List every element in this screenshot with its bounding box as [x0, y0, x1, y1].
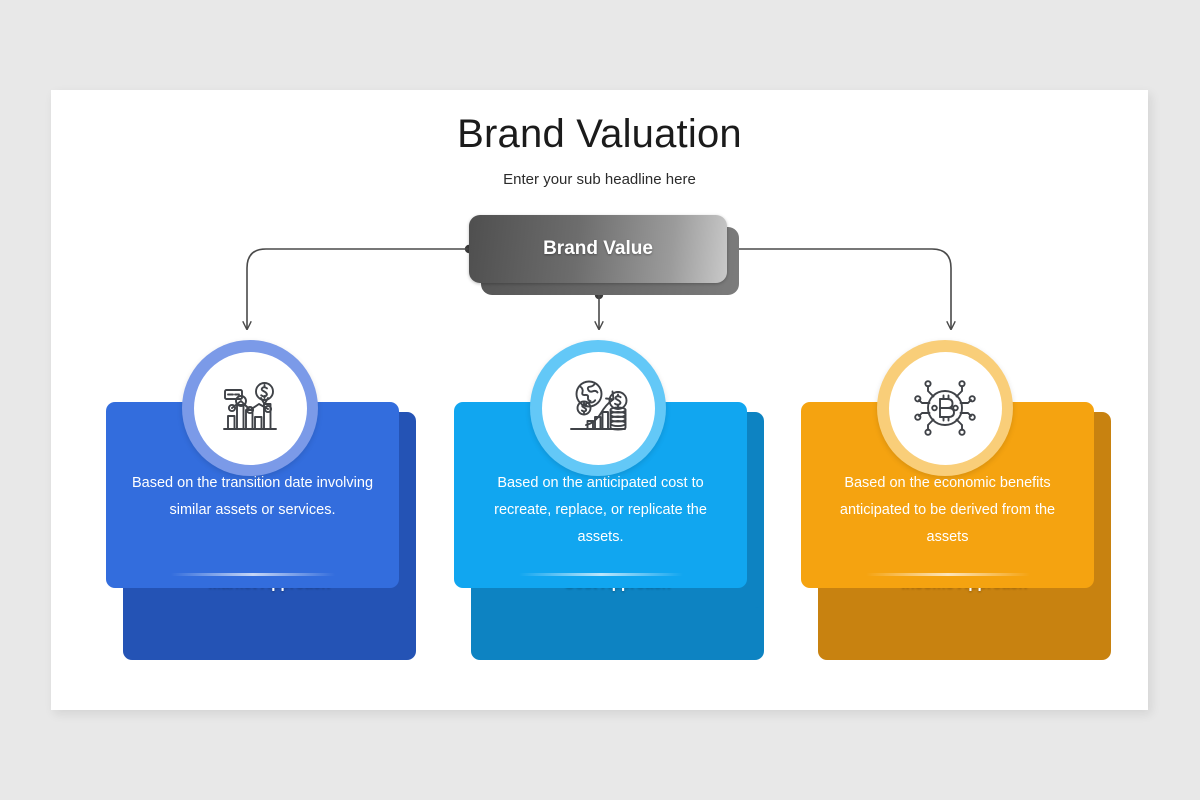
page-title: Brand Valuation	[457, 112, 742, 156]
brand-value-label: Brand Value	[543, 238, 653, 259]
approach-card-income[interactable]: Income Approach Based on the economic be…	[801, 340, 1111, 670]
card-description: Based on the transition date involving s…	[131, 475, 374, 518]
approach-card-market[interactable]: Market Approach Based on the transition …	[106, 340, 416, 670]
brand-value-node[interactable]: Brand Value	[469, 215, 744, 295]
card-highlight-line	[518, 573, 683, 576]
card-icon-disc	[888, 351, 1002, 465]
card-description: Based on the economic benefits anticipat…	[839, 475, 1056, 545]
card-body: Based on the economic benefits anticipat…	[801, 402, 1094, 588]
approach-card-cost[interactable]: Cost Approach Based on the anticipated c…	[454, 340, 764, 670]
slide-canvas: Brand Valuation Enter your sub headline …	[51, 90, 1148, 710]
card-icon-ring	[182, 340, 318, 476]
brand-value-node-face: Brand Value	[469, 215, 727, 283]
card-body: Based on the transition date involving s…	[106, 402, 399, 588]
card-highlight-line	[865, 573, 1030, 576]
bitcoin-network-icon	[914, 380, 976, 436]
card-icon-disc	[193, 351, 307, 465]
card-description: Based on the anticipated cost to recreat…	[494, 475, 707, 545]
card-icon-ring	[530, 340, 666, 476]
connector-path-left	[247, 248, 470, 328]
connector-path-right	[726, 248, 951, 328]
analytics-chart-icon	[223, 382, 277, 430]
card-icon-disc	[541, 351, 655, 465]
global-growth-icon	[570, 380, 628, 431]
page-subtitle: Enter your sub headline here	[503, 171, 696, 188]
card-highlight-line	[170, 573, 335, 576]
card-icon-ring	[877, 340, 1013, 476]
